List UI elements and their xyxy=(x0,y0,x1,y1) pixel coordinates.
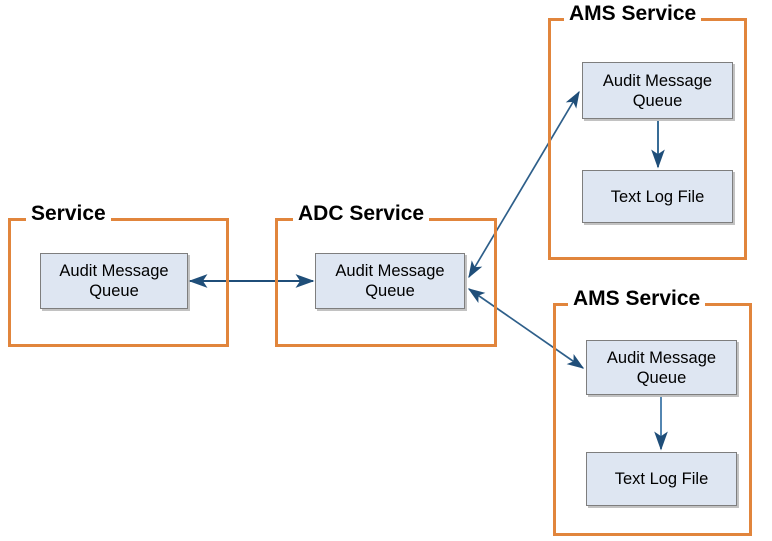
group-adc-service-label: ADC Service xyxy=(293,203,430,224)
node-label-line1: Text Log File xyxy=(614,470,709,488)
node-label-line1: Audit Message xyxy=(335,262,445,280)
node-ams-bottom-audit-message-queue: Audit Message Queue xyxy=(586,340,737,395)
node-label-line1: Audit Message xyxy=(602,71,713,90)
node-label-line1: Audit Message xyxy=(59,262,169,280)
node-label-line2: Queue xyxy=(89,282,139,300)
node-label-line2: Queue xyxy=(636,368,687,387)
node-label-line2: Queue xyxy=(632,91,683,110)
node-service-audit-message-queue: Audit Message Queue xyxy=(40,253,188,309)
group-ams-service-bottom-label: AMS Service xyxy=(568,288,706,309)
node-label-line1: Audit Message xyxy=(606,348,717,367)
group-service xyxy=(8,218,229,347)
group-service-label: Service xyxy=(26,203,111,224)
node-ams-top-text-log-file: Text Log File xyxy=(582,170,733,223)
group-ams-service-top xyxy=(548,18,747,260)
node-ams-bottom-text-log-file: Text Log File xyxy=(586,452,737,506)
node-ams-top-audit-message-queue: Audit Message Queue xyxy=(582,62,733,119)
group-ams-service-top-label: AMS Service xyxy=(564,3,702,24)
node-label-line1: Text Log File xyxy=(610,187,705,206)
node-adc-audit-message-queue: Audit Message Queue xyxy=(315,253,465,309)
node-label-line2: Queue xyxy=(365,282,415,300)
